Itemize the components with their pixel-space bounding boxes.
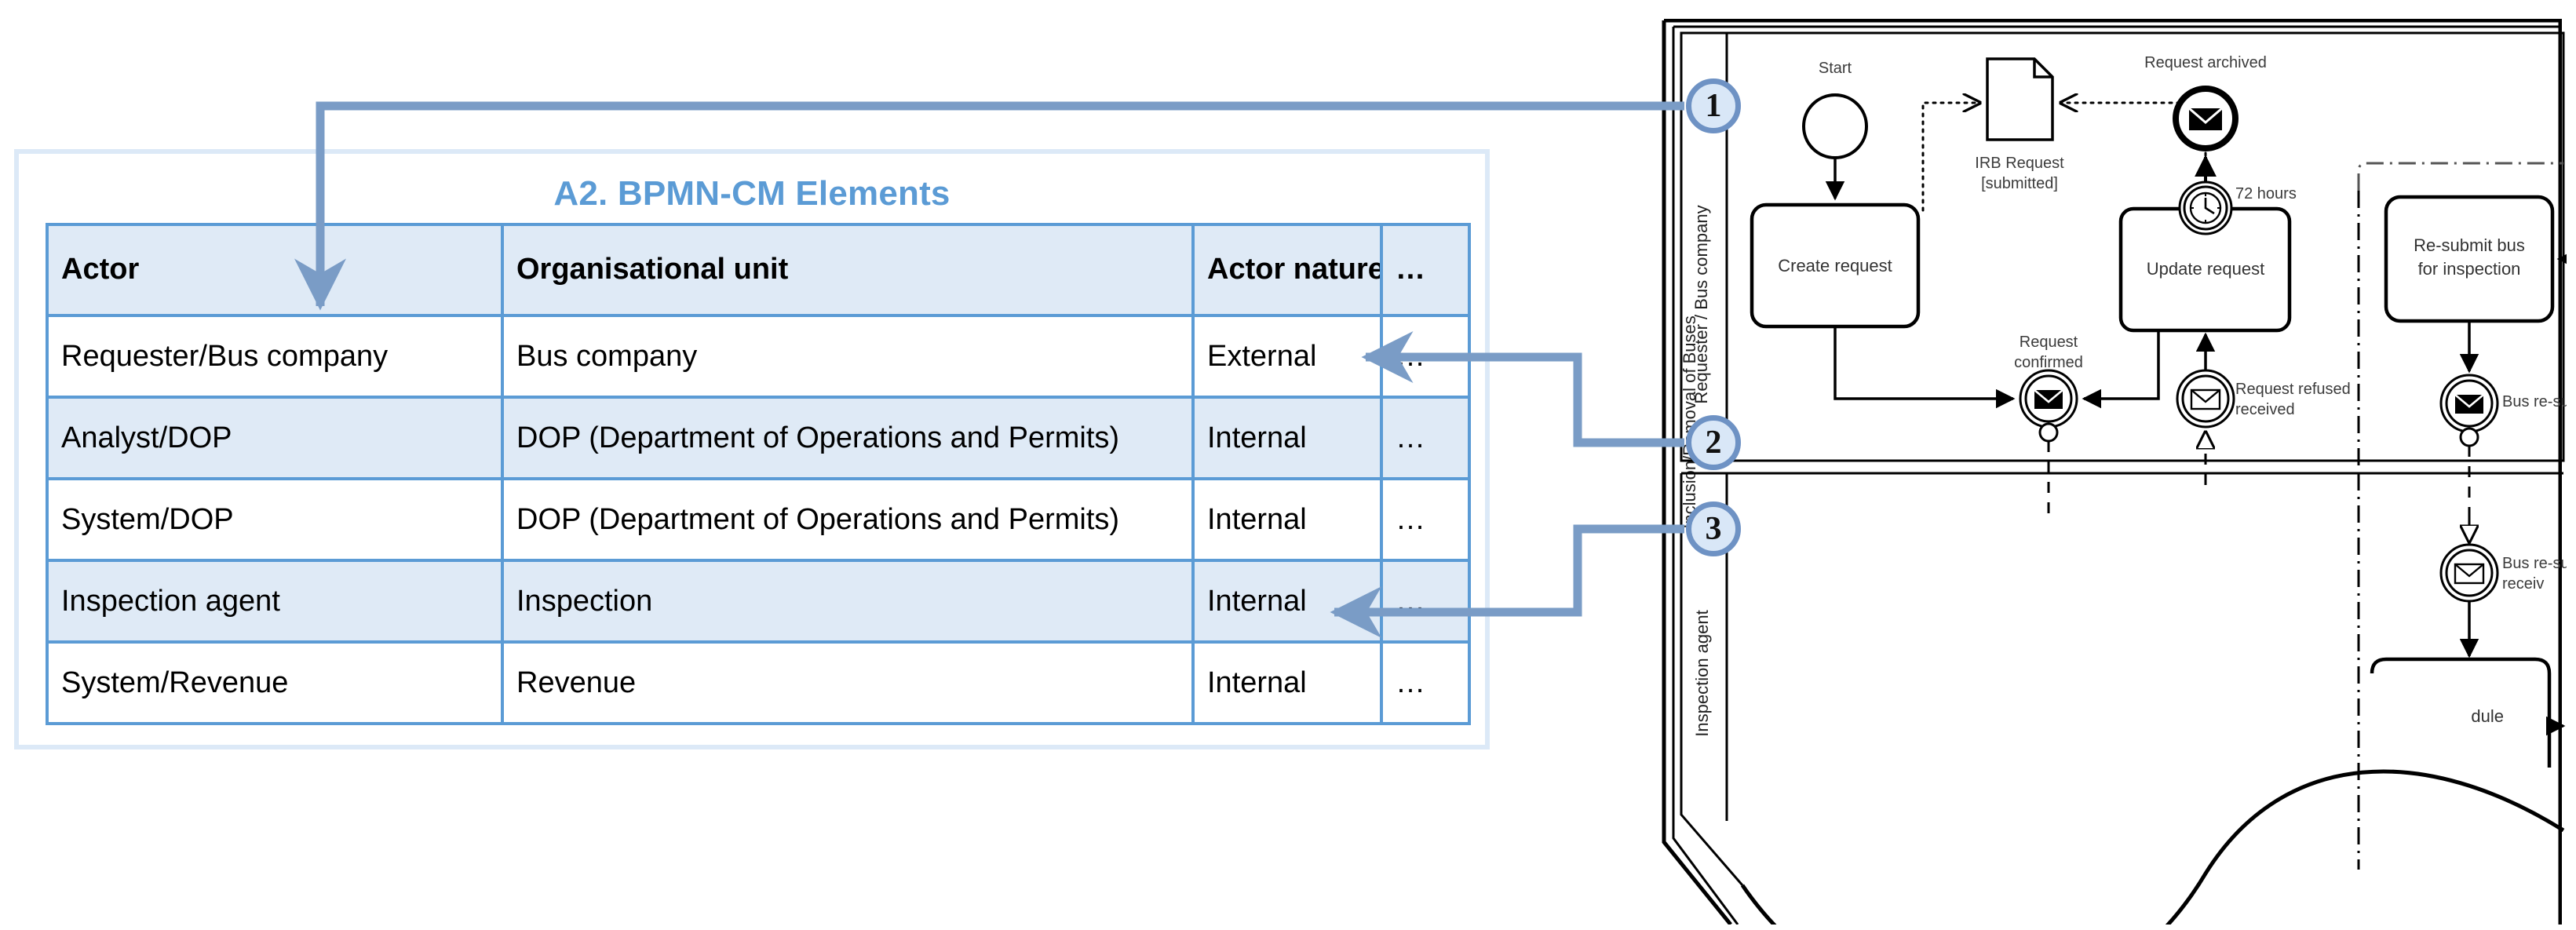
callout-badge-2[interactable]: 2	[1686, 415, 1741, 470]
data-object-irb-label-line2: [submitted]	[1981, 175, 2058, 192]
column-header-organisational-unit: Organisational unit	[501, 223, 1195, 317]
end-event-request-archived: Request archived	[2144, 54, 2267, 151]
clock-icon	[2189, 191, 2222, 224]
task-schedule-partial: dule	[2370, 657, 2552, 768]
callout-badge-3[interactable]: 3	[1686, 501, 1741, 556]
column-header-actor-nature: Actor nature	[1191, 223, 1383, 317]
cell-nature: Internal	[1191, 396, 1383, 480]
cell-more: …	[1380, 477, 1471, 562]
cell-nature: External	[1191, 314, 1383, 399]
event-request-confirmed-label-line2: confirmed	[2014, 354, 2083, 371]
task-resubmit-bus-for-inspection: Re-submit bus for inspection	[2384, 195, 2555, 323]
event-bus-resubmitted-bottom-label-line1: Bus re-sub	[2502, 555, 2567, 572]
callout-badge-1[interactable]: 1	[1686, 78, 1741, 133]
event-request-refused-label-line1: Request refused	[2235, 381, 2351, 398]
task-update-request: Update request	[2118, 206, 2292, 333]
task-resubmit-bus-label-line2: for inspection	[2418, 259, 2521, 279]
cell-actor: Requester/Bus company	[46, 314, 504, 399]
event-bus-resubmitted-bottom-label-line2: receiv	[2502, 575, 2544, 593]
event-bus-resubmitted-top-label: Bus re-sub	[2502, 393, 2567, 410]
cell-more: …	[1380, 559, 1471, 644]
cell-actor: System/DOP	[46, 477, 504, 562]
cell-nature: Internal	[1191, 640, 1383, 725]
cell-more: …	[1380, 396, 1471, 480]
cell-unit: DOP (Department of Operations and Permit…	[501, 477, 1195, 562]
task-resubmit-bus-label-line1: Re-submit bus	[2414, 235, 2525, 255]
elements-table-panel: A2. BPMN-CM Elements Actor Organisationa…	[14, 149, 1490, 749]
end-event-request-archived-label: Request archived	[2144, 54, 2267, 71]
table-header-row: Actor Organisational unit Actor nature …	[46, 223, 1471, 317]
lane-label-inspection-agent: Inspection agent	[1692, 610, 1712, 736]
envelope-icon	[2034, 389, 2063, 409]
cell-actor: Analyst/DOP	[46, 396, 504, 480]
envelope-icon	[2188, 107, 2223, 130]
lane-inspection-agent: Inspection agent	[1680, 472, 2563, 886]
fisheye-curve	[1740, 769, 2565, 925]
cell-unit: Inspection	[501, 559, 1195, 644]
table-row: Requester/Bus company Bus company Extern…	[46, 314, 1471, 399]
cell-more: …	[1380, 314, 1471, 399]
bpmn-diagram-panel: Inclusion/Removal of Buses Requester / B…	[1656, 14, 2567, 925]
cell-more: …	[1380, 640, 1471, 725]
envelope-icon	[2190, 388, 2221, 410]
envelope-icon	[2454, 563, 2485, 585]
cell-unit: DOP (Department of Operations and Permit…	[501, 396, 1195, 480]
event-subprocess-border	[2357, 162, 2563, 191]
event-request-confirmed-label-line1: Request	[2020, 334, 2078, 351]
event-request-refused-label-line2: received	[2235, 401, 2295, 418]
cell-actor: Inspection agent	[46, 559, 504, 644]
cell-unit: Revenue	[501, 640, 1195, 725]
table-row: System/Revenue Revenue Internal …	[46, 640, 1471, 725]
event-request-refused-received: Request refused received	[2176, 369, 2351, 429]
column-header-actor: Actor	[46, 223, 504, 317]
table-row: System/DOP DOP (Department of Operations…	[46, 477, 1471, 562]
event-request-confirmed: Request confirmed	[2014, 334, 2083, 443]
cell-unit: Bus company	[501, 314, 1195, 399]
timer-label: 72 hours	[2235, 185, 2297, 202]
lane-label-requester: Requester / Bus company	[1691, 205, 1711, 403]
task-create-request: Create request	[1750, 202, 1921, 329]
cell-nature: Internal	[1191, 477, 1383, 562]
table-row: Analyst/DOP DOP (Department of Operation…	[46, 396, 1471, 480]
data-object-irb-label-line1: IRB Request	[1975, 155, 2064, 172]
cell-actor: System/Revenue	[46, 640, 504, 725]
data-object-irb-request: IRB Request [submitted]	[1975, 57, 2064, 192]
start-event-label: Start	[1819, 60, 1852, 77]
boundary-timer-event: 72 hours	[2178, 181, 2297, 235]
task-schedule-partial-label: dule	[2471, 706, 2504, 726]
task-update-request-label: Update request	[2147, 259, 2264, 279]
event-bus-resubmitted-throw: Bus re-sub	[2439, 374, 2567, 447]
table-row: Inspection agent Inspection Internal …	[46, 559, 1471, 644]
column-header-more: …	[1380, 223, 1471, 317]
start-event: Start	[1802, 60, 1868, 159]
cell-nature: Internal	[1191, 559, 1383, 644]
event-bus-resubmitted-received: Bus re-sub receiv	[2439, 543, 2567, 603]
task-create-request-label: Create request	[1778, 256, 1892, 275]
envelope-icon	[2454, 394, 2484, 414]
bpmn-cm-elements-table: Actor Organisational unit Actor nature ……	[46, 223, 1471, 725]
page-title: A2. BPMN-CM Elements	[553, 174, 950, 213]
